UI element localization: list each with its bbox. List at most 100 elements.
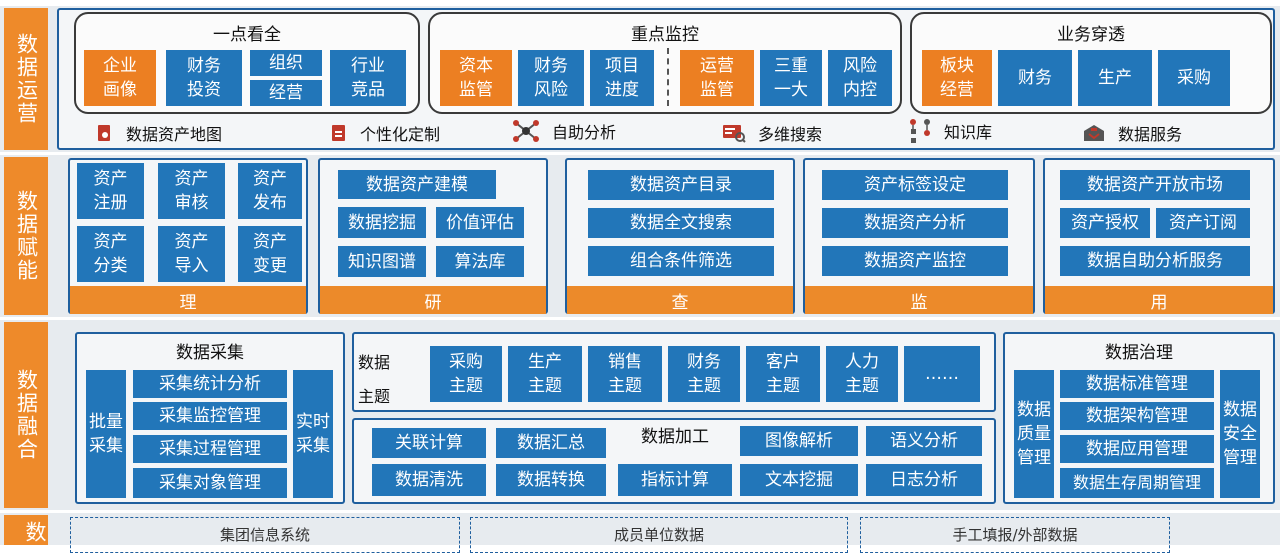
- topic-hr-button[interactable]: 人力 主题: [826, 346, 898, 402]
- tool-knowledge-base[interactable]: 知识库: [908, 117, 992, 145]
- group-business-penetration-title: 业务穿透: [1057, 25, 1125, 45]
- operation-button[interactable]: 经营: [250, 80, 322, 106]
- tool-multi-search-label: 多维搜索: [758, 125, 823, 144]
- group-key-monitoring-title: 重点监控: [631, 25, 699, 45]
- industry-competitor-button[interactable]: 行业 竞品: [330, 50, 406, 106]
- log-analysis-button[interactable]: 日志分析: [866, 464, 982, 496]
- production-button[interactable]: 生产: [1078, 50, 1152, 106]
- topic-more-button[interactable]: ……: [904, 346, 980, 402]
- capital-supervision-button[interactable]: 资本 监管: [440, 50, 512, 106]
- tab-research[interactable]: 研: [320, 286, 546, 314]
- topic-production-button[interactable]: 生产 主题: [508, 346, 582, 402]
- image-parse-button[interactable]: 图像解析: [740, 426, 858, 456]
- financial-risk-button[interactable]: 财务 风险: [518, 50, 584, 106]
- source-group-systems: 集团信息系统: [70, 517, 460, 553]
- topic-customer-button[interactable]: 客户 主题: [746, 346, 820, 402]
- segment-operation-button[interactable]: 板块 经营: [922, 50, 992, 106]
- risk-control-button[interactable]: 风险 内控: [828, 50, 892, 106]
- security-mgmt-button[interactable]: 数据 安全 管理: [1220, 370, 1260, 498]
- asset-modeling-button[interactable]: 数据资产建模: [338, 170, 496, 199]
- asset-catalog-button[interactable]: 数据资产目录: [588, 170, 774, 200]
- asset-classify-button[interactable]: 资产 分类: [77, 226, 144, 282]
- fulltext-search-button[interactable]: 数据全文搜索: [588, 208, 774, 238]
- quality-mgmt-button[interactable]: 数据 质量 管理: [1014, 370, 1054, 498]
- data-mining-button[interactable]: 数据挖掘: [338, 207, 426, 238]
- tool-multi-search[interactable]: 多维搜索: [722, 121, 822, 145]
- source-band: [0, 513, 1280, 545]
- asset-register-button[interactable]: 资产 注册: [77, 163, 144, 219]
- algorithm-library-button[interactable]: 算法库: [436, 246, 524, 277]
- architecture-mgmt-button[interactable]: 数据架构管理: [1060, 402, 1214, 430]
- group-divider: [667, 48, 669, 106]
- tag-setting-button[interactable]: 资产标签设定: [822, 170, 1008, 200]
- tool-asset-map-label: 数据资产地图: [126, 125, 223, 144]
- processing-title: 数据加工: [641, 427, 709, 447]
- tab-query[interactable]: 查: [567, 286, 793, 314]
- map-doc-icon: [96, 124, 114, 142]
- layer-label-empowerment: 数据赋能: [4, 157, 48, 315]
- collect-stats-button[interactable]: 采集统计分析: [133, 370, 287, 398]
- organization-button[interactable]: 组织: [250, 50, 322, 76]
- text-mining-button[interactable]: 文本挖掘: [740, 464, 858, 496]
- source-group-systems-label: 集团信息系统: [219, 526, 310, 544]
- asset-publish-button[interactable]: 资产 发布: [238, 163, 302, 219]
- tool-knowledge-base-label: 知识库: [944, 123, 993, 142]
- batch-collect-button[interactable]: 批量 采集: [86, 370, 126, 498]
- tool-self-analysis[interactable]: 自助分析: [512, 119, 616, 143]
- tool-customization-label: 个性化定制: [360, 125, 441, 144]
- data-transform-button[interactable]: 数据转换: [496, 464, 606, 496]
- purchase-button[interactable]: 采购: [1158, 50, 1230, 106]
- three-major-one-large-button[interactable]: 三重 一大: [760, 50, 822, 106]
- source-member-data-label: 成员单位数据: [613, 526, 704, 544]
- topic-finance-button[interactable]: 财务 主题: [668, 346, 740, 402]
- source-manual-external-label: 手工填报/外部数据: [952, 526, 1078, 544]
- open-market-button[interactable]: 数据资产开放市场: [1060, 170, 1250, 200]
- realtime-collect-button[interactable]: 实时 采集: [293, 370, 333, 498]
- collect-process-button[interactable]: 采集过程管理: [133, 435, 287, 463]
- indicator-calc-button[interactable]: 指标计算: [618, 464, 732, 496]
- topics-label: 数据 主题: [358, 353, 391, 406]
- asset-analysis-button[interactable]: 数据资产分析: [822, 208, 1008, 238]
- semantic-analysis-button[interactable]: 语义分析: [866, 426, 982, 456]
- tool-asset-map[interactable]: 数据资产地图: [96, 121, 222, 145]
- tool-data-service[interactable]: 数据服务: [1082, 121, 1182, 145]
- governance-title: 数据治理: [1105, 343, 1173, 363]
- lifecycle-mgmt-button[interactable]: 数据生存周期管理: [1060, 468, 1214, 498]
- tab-monitor[interactable]: 监: [805, 286, 1033, 314]
- asset-authorize-button[interactable]: 资产授权: [1060, 208, 1150, 238]
- collection-title: 数据采集: [176, 343, 244, 363]
- tool-customization[interactable]: 个性化定制: [330, 121, 440, 145]
- asset-subscribe-button[interactable]: 资产订阅: [1156, 208, 1250, 238]
- finance-button[interactable]: 财务: [998, 50, 1072, 106]
- operations-supervision-button[interactable]: 运营 监管: [680, 50, 754, 106]
- source-manual-external: 手工填报/外部数据: [860, 517, 1170, 553]
- standard-mgmt-button[interactable]: 数据标准管理: [1060, 370, 1214, 398]
- topic-purchase-button[interactable]: 采购 主题: [430, 346, 502, 402]
- enterprise-portrait-button[interactable]: 企业 画像: [84, 50, 156, 106]
- topic-sales-button[interactable]: 销售 主题: [588, 346, 662, 402]
- data-cleaning-button[interactable]: 数据清洗: [372, 464, 486, 496]
- asset-monitor-button[interactable]: 数据资产监控: [822, 246, 1008, 276]
- asset-import-button[interactable]: 资产 导入: [158, 226, 225, 282]
- tab-manage[interactable]: 理: [70, 286, 306, 314]
- data-summary-button[interactable]: 数据汇总: [496, 428, 606, 458]
- project-progress-button[interactable]: 项目 进度: [590, 50, 654, 106]
- value-assessment-button[interactable]: 价值评估: [436, 207, 524, 238]
- layer-label-fusion: 数据融合: [4, 322, 48, 508]
- condition-filter-button[interactable]: 组合条件筛选: [588, 246, 774, 276]
- collect-monitor-button[interactable]: 采集监控管理: [133, 402, 287, 430]
- self-analysis-service-button[interactable]: 数据自助分析服务: [1060, 246, 1250, 276]
- tool-self-analysis-label: 自助分析: [552, 123, 617, 142]
- association-calc-button[interactable]: 关联计算: [372, 428, 486, 458]
- source-member-data: 成员单位数据: [470, 517, 848, 553]
- search-screen-icon: [722, 124, 746, 143]
- tool-data-service-label: 数据服务: [1118, 125, 1183, 144]
- asset-review-button[interactable]: 资产 审核: [158, 163, 225, 219]
- collect-object-button[interactable]: 采集对象管理: [133, 468, 287, 498]
- finance-invest-button[interactable]: 财务 投资: [166, 50, 242, 106]
- tab-use[interactable]: 用: [1045, 286, 1273, 314]
- layer-label-source: 数: [4, 515, 48, 545]
- asset-change-button[interactable]: 资产 变更: [238, 226, 302, 282]
- application-mgmt-button[interactable]: 数据应用管理: [1060, 435, 1214, 463]
- knowledge-graph-button[interactable]: 知识图谱: [338, 246, 426, 277]
